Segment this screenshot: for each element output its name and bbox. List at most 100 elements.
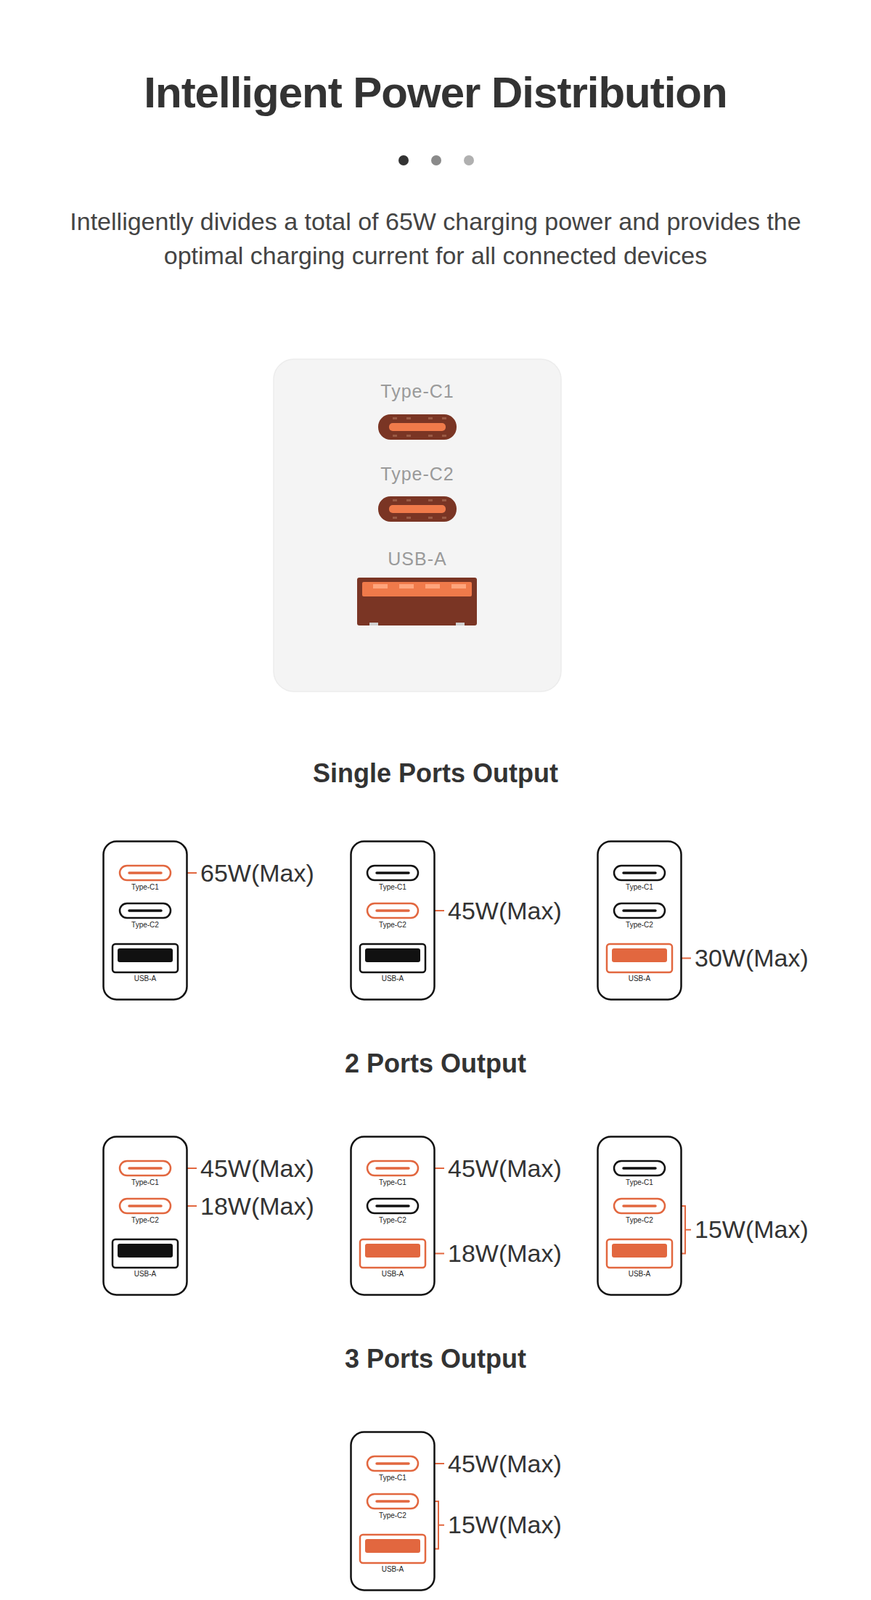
port-tongue	[129, 871, 162, 875]
usb-a-port	[360, 1239, 426, 1269]
port-name: USB-A	[596, 974, 683, 984]
port-pin	[392, 499, 398, 502]
port-name: USB-A	[349, 1270, 436, 1279]
section-heading: Single Ports Output	[312, 758, 559, 789]
usb-a-tongue	[611, 948, 668, 963]
usb-a-port	[360, 944, 426, 973]
usb-a-tongue	[365, 1244, 421, 1258]
leader-line	[685, 1229, 691, 1232]
port-name: Type-C1	[349, 883, 436, 893]
port-name: Type-C2	[349, 1511, 436, 1521]
type-c-port	[367, 903, 419, 919]
page-dot	[431, 155, 442, 166]
type-c-port	[614, 903, 665, 919]
usb-a-tongue	[117, 1244, 173, 1258]
port-tongue	[623, 1204, 656, 1208]
power-rating: 18W(Max)	[200, 1192, 315, 1221]
port-pin	[406, 417, 411, 420]
usb-latch	[455, 622, 465, 626]
power-rating: 15W(Max)	[694, 1215, 809, 1245]
port-tongue	[129, 909, 162, 913]
type-c-port	[367, 1494, 419, 1510]
port-pin	[428, 516, 433, 519]
port-tongue	[389, 505, 446, 514]
port-tongue	[129, 1204, 162, 1208]
type-c-port	[119, 865, 171, 881]
port-tongue	[623, 1167, 656, 1171]
port-name: USB-A	[272, 548, 562, 570]
charger-icon: Type-C1Type-C2USB-A	[102, 840, 188, 1001]
charger-icon: Type-C1Type-C2USB-A	[349, 1431, 436, 1592]
port-tongue	[376, 1500, 409, 1504]
port-tongue	[376, 1167, 409, 1171]
power-rating: 18W(Max)	[447, 1239, 562, 1269]
port-pin	[428, 434, 433, 437]
leader-line	[438, 1524, 445, 1527]
port-pin	[392, 516, 398, 519]
usb-a-port	[360, 1535, 426, 1564]
port-tongue	[376, 1462, 409, 1466]
usb-contact	[425, 584, 440, 589]
port-name: Type-C1	[596, 1178, 683, 1188]
charger-icon: Type-C1Type-C2USB-A	[349, 1135, 436, 1297]
type-c-port	[119, 1199, 171, 1214]
usb-latch	[369, 622, 379, 626]
type-c-port	[367, 1456, 419, 1472]
port-name: Type-C1	[102, 1178, 188, 1188]
page-dot	[463, 155, 474, 166]
section-heading: 3 Ports Output	[344, 1344, 527, 1375]
section-heading: 2 Ports Output	[344, 1048, 527, 1080]
type-c-port	[378, 496, 457, 522]
port-pin	[442, 499, 447, 502]
port-name: Type-C2	[596, 921, 683, 930]
port-name: Type-C2	[102, 1216, 188, 1226]
port-name: USB-A	[102, 974, 188, 984]
port-tongue	[623, 909, 656, 913]
power-rating: 45W(Max)	[447, 1450, 562, 1479]
usb-a-port	[112, 944, 178, 973]
port-tongue	[376, 871, 409, 875]
port-pin	[442, 516, 447, 519]
port-name: Type-C2	[272, 463, 562, 485]
usb-contact	[451, 584, 466, 589]
page-title: Intelligent Power Distribution	[143, 67, 727, 118]
port-pin	[428, 499, 433, 502]
type-c-port	[378, 414, 457, 440]
port-name: USB-A	[102, 1270, 188, 1279]
type-c-port	[367, 1161, 419, 1176]
subtitle: Intelligently divides a total of 65W cha…	[36, 204, 835, 273]
usb-a-port	[357, 577, 477, 626]
port-name: Type-C2	[102, 921, 188, 930]
port-name: USB-A	[349, 1565, 436, 1575]
charger-icon: Type-C1Type-C2USB-A	[102, 1135, 188, 1297]
port-tongue	[389, 423, 446, 432]
port-name: USB-A	[596, 1270, 683, 1279]
power-rating: 30W(Max)	[694, 944, 809, 973]
port-pin	[442, 434, 447, 437]
port-name: Type-C1	[272, 380, 562, 403]
power-rating: 45W(Max)	[200, 1154, 315, 1184]
usb-a-tongue	[117, 948, 173, 963]
usb-a-tongue	[365, 948, 421, 963]
type-c-port	[614, 1161, 665, 1176]
charger-icon: Type-C1Type-C2USB-A	[349, 840, 436, 1001]
page-dot	[398, 155, 409, 166]
type-c-port	[367, 1199, 419, 1214]
port-name: Type-C2	[349, 921, 436, 930]
port-name: Type-C2	[596, 1216, 683, 1226]
charger-icon: Type-C1Type-C2USB-A	[596, 840, 683, 1001]
power-rating: 65W(Max)	[200, 859, 315, 888]
usb-a-tongue	[362, 582, 472, 597]
type-c-port	[119, 903, 171, 919]
port-tongue	[129, 1167, 162, 1171]
usb-contact	[373, 584, 388, 589]
type-c-port	[367, 865, 419, 881]
usb-a-port	[606, 1239, 673, 1269]
charger-face	[273, 359, 562, 692]
port-name: Type-C1	[102, 883, 188, 893]
power-rating: 45W(Max)	[447, 897, 562, 926]
port-tongue	[376, 909, 409, 913]
type-c-port	[614, 1199, 665, 1214]
port-pin	[428, 417, 433, 420]
port-name: Type-C1	[596, 883, 683, 893]
